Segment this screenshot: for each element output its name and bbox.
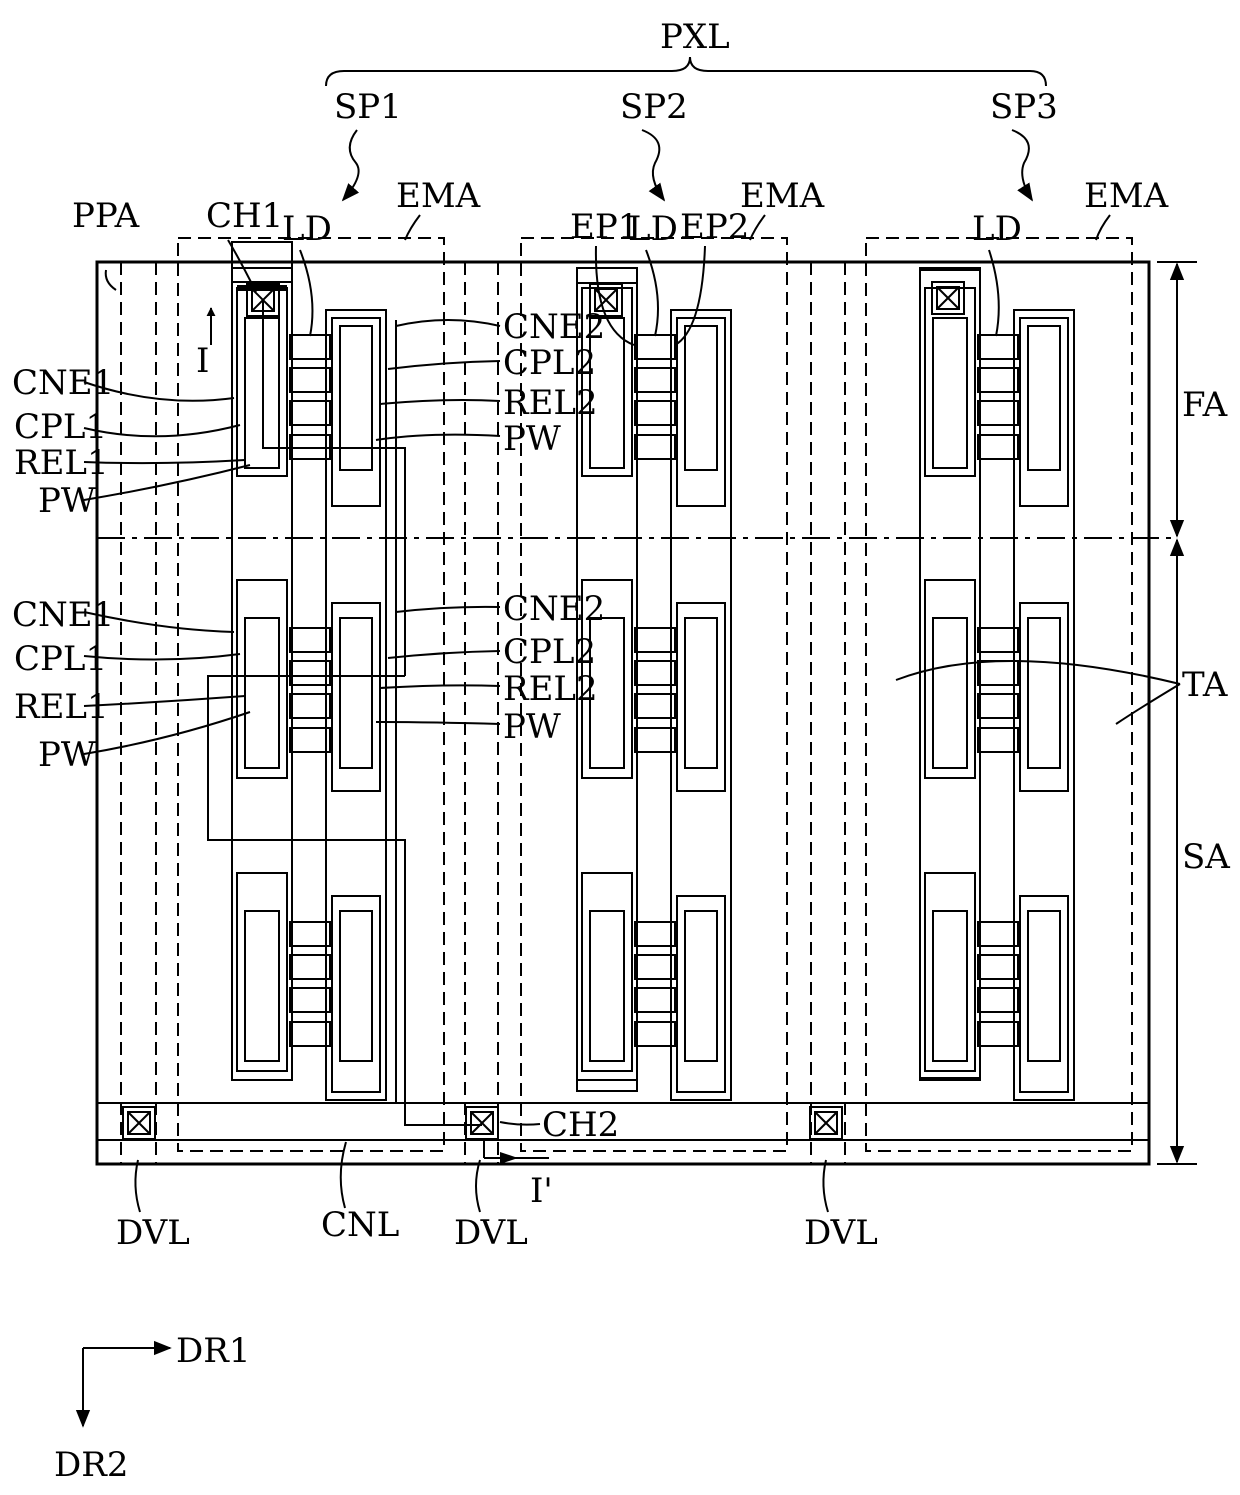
ld-label-2: LD	[628, 209, 678, 249]
rel1-label-lower: REL1	[14, 687, 109, 727]
dvl-contact-3	[810, 1107, 842, 1139]
cne1-label-lower: CNE1	[12, 595, 114, 635]
ch1-label: CH1	[206, 196, 283, 236]
dr1-label: DR1	[176, 1331, 251, 1371]
cpl2-label-lower: CPL2	[503, 632, 596, 672]
dvl-label-1: DVL	[116, 1213, 190, 1253]
dvl-label-3: DVL	[804, 1213, 878, 1253]
sp3-arrow	[1012, 130, 1032, 200]
cne2-label-upper: CNE2	[503, 307, 605, 347]
sp1-arrow	[343, 130, 359, 200]
ema-label-3: EMA	[1084, 176, 1169, 216]
subpixel-1-electrodes	[232, 268, 386, 1100]
rel2-label-lower: REL2	[503, 669, 598, 709]
sp3-top-box	[920, 270, 980, 1078]
sp2-label: SP2	[620, 87, 688, 127]
pw-label-right-upper: PW	[503, 419, 561, 459]
ch2-contact	[466, 1107, 498, 1139]
fa-label: FA	[1182, 385, 1228, 425]
sp2-arrow	[642, 130, 664, 200]
subpixel-3-electrodes	[920, 268, 1074, 1100]
sp3-label: SP3	[990, 87, 1058, 127]
pxl-label: PXL	[660, 17, 730, 57]
cne1-label-upper: CNE1	[12, 363, 114, 403]
dr2-label: DR2	[54, 1445, 129, 1485]
cne2-label-lower: CNE2	[503, 589, 605, 629]
dvl-label-2: DVL	[454, 1213, 528, 1253]
ch2-label: CH2	[542, 1105, 619, 1145]
ema-label-2: EMA	[740, 176, 825, 216]
dvl-contact-1	[123, 1107, 155, 1139]
rel1-label-upper: REL1	[14, 443, 109, 483]
ch1-contact	[247, 284, 279, 316]
sp3-contact	[932, 282, 964, 314]
subpixel-2-electrodes	[577, 268, 731, 1100]
sa-label: SA	[1182, 837, 1230, 877]
ld-label-1: LD	[282, 209, 332, 249]
ema-label-1: EMA	[396, 176, 481, 216]
sp1-label: SP1	[334, 87, 402, 127]
ppa-label: PPA	[72, 196, 140, 236]
cpl2-label-upper: CPL2	[503, 343, 596, 383]
pxl-brace	[326, 57, 1046, 86]
sp1-wiring	[208, 242, 482, 1125]
cpl1-label-lower: CPL1	[14, 639, 107, 679]
section-i-prime-label: I'	[530, 1171, 553, 1211]
pw-label-right-lower: PW	[503, 707, 561, 747]
section-i-label: I	[196, 341, 209, 381]
ppa-columns	[121, 262, 845, 1164]
direction-indicator	[83, 1348, 170, 1426]
cpl1-label-upper: CPL1	[14, 407, 107, 447]
ta-label: TA	[1182, 665, 1228, 705]
ep2-label: EP2	[680, 207, 749, 247]
cnl-label: CNL	[321, 1205, 399, 1245]
rel2-label-upper: REL2	[503, 383, 598, 423]
ld-label-3: LD	[972, 209, 1022, 249]
pw-label-left-lower: PW	[38, 735, 96, 775]
pw-label-left-upper: PW	[38, 481, 96, 521]
